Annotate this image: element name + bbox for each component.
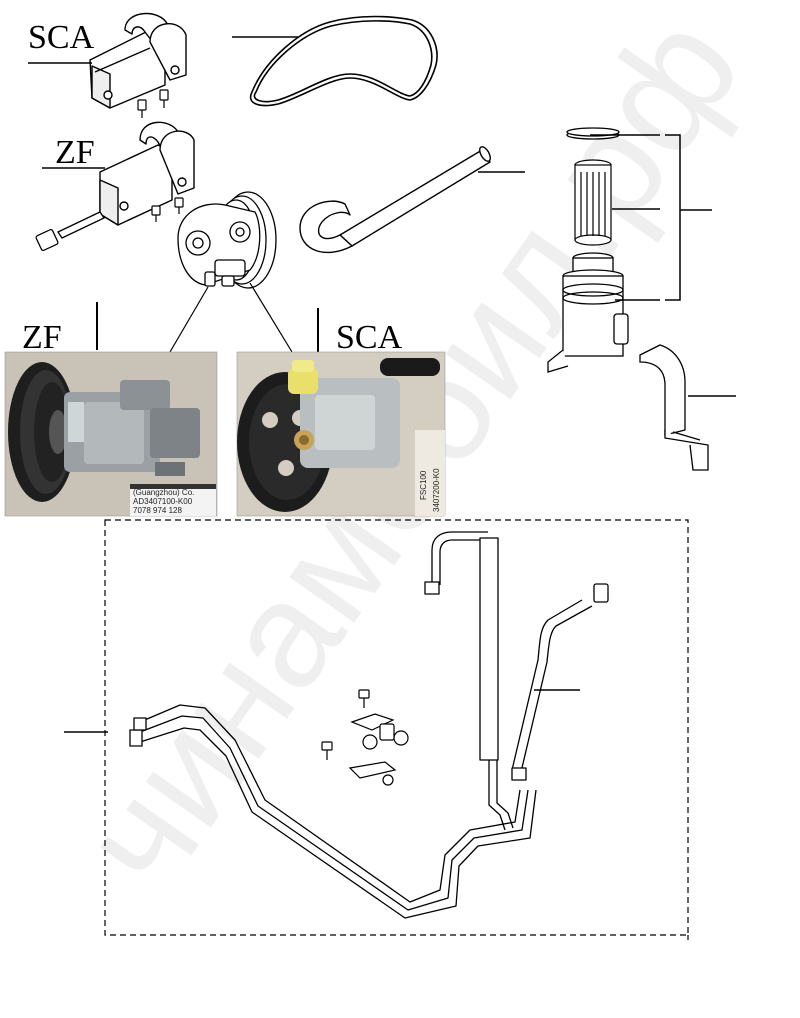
zf-sticker-line1: (Guangzhou) Co.: [133, 488, 194, 497]
zf-sticker-line3: 7078 974 128: [133, 506, 182, 515]
sca-bracket: [89, 12, 187, 109]
elbow-hose: [639, 344, 709, 471]
reservoir-filter: [574, 159, 612, 246]
drive-belt: [249, 15, 438, 107]
reservoir-body: [547, 252, 629, 373]
suction-hose: [299, 146, 491, 254]
zf-pointer: [169, 286, 209, 353]
sca-tag-line1: FSC100: [419, 470, 428, 500]
zf-bracket: [99, 121, 195, 226]
main-pipe-run: [129, 704, 537, 919]
zf-label-photo: ZF: [22, 319, 62, 356]
sca-pointer: [249, 282, 293, 353]
zf-bracket-bolts: [151, 197, 184, 222]
zf-pump-photo: (Guangzhou) Co. AD3407100-K00 7078 974 1…: [4, 351, 218, 517]
sca-pump-photo: FSC100 3407200-K0: [236, 351, 446, 517]
pressure-line: [424, 531, 514, 831]
sca-bracket-bolts: [137, 89, 169, 118]
return-line: [511, 583, 609, 781]
power-steering-pump: [177, 191, 277, 289]
pipe-kit-boundary: [104, 519, 689, 936]
reservoir-bracket: [590, 134, 712, 301]
long-bolt: [35, 211, 105, 252]
sca-tag-line2: 3407200-K0: [432, 468, 441, 512]
sca-label-photo: SCA: [336, 319, 403, 356]
reservoir-cap: [566, 127, 620, 140]
clamp-hardware: [321, 689, 409, 786]
sca-label-top: SCA: [28, 19, 95, 56]
zf-label-top: ZF: [55, 134, 95, 171]
zf-sticker-line2: AD3407100-K00: [133, 497, 193, 506]
